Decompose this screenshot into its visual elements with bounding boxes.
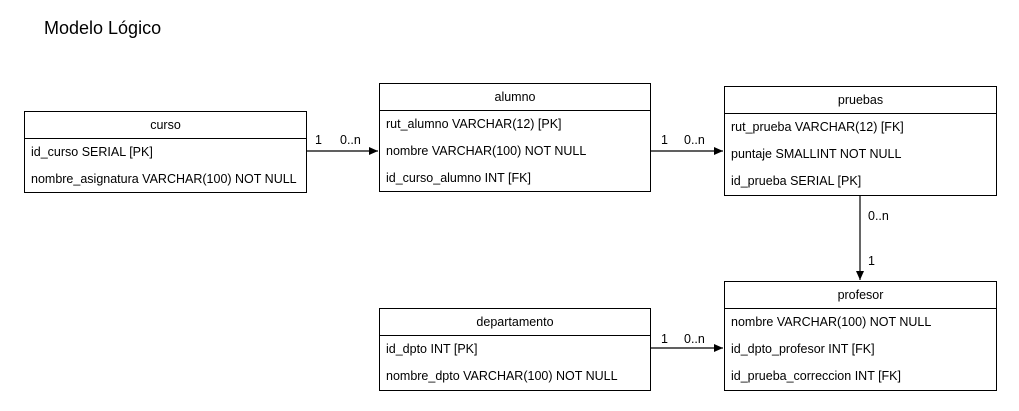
cardinality-label: 0..n (340, 133, 361, 147)
cardinality-label: 1 (315, 133, 322, 147)
entity-departamento[interactable]: departamento id_dpto INT [PK] nombre_dpt… (379, 308, 651, 391)
entity-pruebas-field: rut_prueba VARCHAR(12) [FK] (731, 120, 904, 134)
cardinality-label: 1 (661, 332, 668, 346)
entity-departamento-field: id_dpto INT [PK] (386, 342, 478, 356)
cardinality-label: 0..n (684, 332, 705, 346)
entity-departamento-header: departamento (380, 309, 650, 336)
entity-alumno-field: id_curso_alumno INT [FK] (386, 171, 531, 185)
entity-profesor-header: profesor (725, 282, 996, 309)
cardinality-label: 1 (868, 254, 875, 268)
entity-alumno-header: alumno (380, 84, 650, 111)
entity-profesor-field: id_dpto_profesor INT [FK] (731, 342, 875, 356)
entity-pruebas-header: pruebas (725, 87, 996, 114)
entity-departamento-field: nombre_dpto VARCHAR(100) NOT NULL (386, 369, 618, 383)
entity-alumno-field: rut_alumno VARCHAR(12) [PK] (386, 117, 562, 131)
entity-curso-header: curso (25, 112, 306, 139)
cardinality-label: 1 (661, 133, 668, 147)
entity-pruebas-field: id_prueba SERIAL [PK] (731, 174, 862, 188)
diagram-title: Modelo Lógico (44, 18, 162, 38)
entity-curso[interactable]: curso id_curso SERIAL [PK] nombre_asigna… (24, 111, 307, 193)
entity-alumno[interactable]: alumno rut_alumno VARCHAR(12) [PK] nombr… (379, 83, 651, 192)
cardinality-label: 0..n (684, 133, 705, 147)
entity-pruebas[interactable]: pruebas rut_prueba VARCHAR(12) [FK] punt… (724, 86, 997, 196)
entity-alumno-field: nombre VARCHAR(100) NOT NULL (386, 144, 587, 158)
entity-profesor-field: id_prueba_correccion INT [FK] (731, 369, 901, 383)
cardinality-label: 0..n (868, 209, 889, 223)
entity-curso-field: id_curso SERIAL [PK] (31, 145, 153, 159)
entity-pruebas-field: puntaje SMALLINT NOT NULL (731, 147, 902, 161)
entity-profesor-field: nombre VARCHAR(100) NOT NULL (731, 315, 932, 329)
entity-curso-field: nombre_asignatura VARCHAR(100) NOT NULL (31, 172, 297, 186)
entity-profesor[interactable]: profesor nombre VARCHAR(100) NOT NULL id… (724, 281, 997, 391)
